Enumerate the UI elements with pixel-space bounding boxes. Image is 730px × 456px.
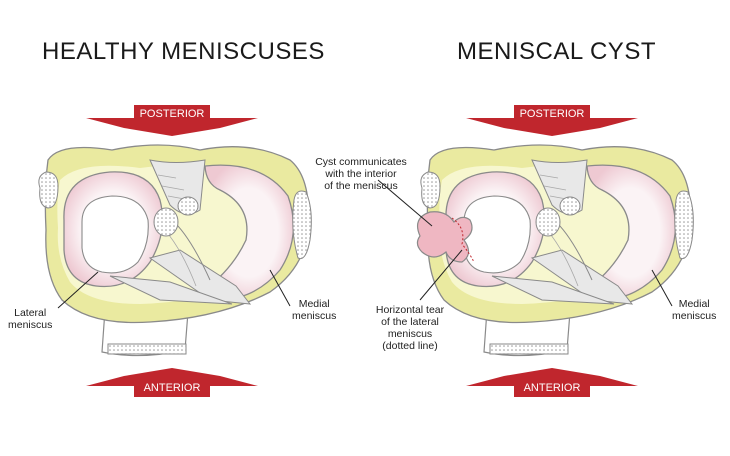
posterior-label-left: POSTERIOR: [139, 108, 205, 120]
horizontal-tear-label: Horizontal tear of the lateral meniscus …: [375, 304, 445, 352]
medial-meniscus-label-left: Medial meniscus: [292, 298, 337, 322]
anterior-label-right: ANTERIOR: [523, 382, 581, 394]
posterior-label-right: POSTERIOR: [519, 108, 585, 120]
leader-medial-right: [651, 269, 673, 307]
leader-medial-left: [269, 269, 291, 307]
medial-meniscus-label-right: Medial meniscus: [672, 298, 717, 322]
anterior-label-left: ANTERIOR: [143, 382, 201, 394]
posterior-arrow-left: [86, 118, 258, 136]
anterior-arrow-left-body: [134, 379, 210, 397]
title-healthy-meniscuses: HEALTHY MENISCUSES: [42, 38, 325, 65]
anterior-arrow-right: [466, 368, 638, 386]
title-meniscal-cyst: MENISCAL CYST: [457, 38, 656, 65]
leader-lateral: [57, 271, 99, 309]
cyst-communicates-label: Cyst communicates with the interior of t…: [315, 156, 407, 192]
posterior-arrow-left-body: [134, 105, 210, 123]
anterior-arrow-right-body: [514, 379, 590, 397]
tear-dotted-line: [451, 217, 475, 263]
lateral-meniscus-label: Lateral meniscus: [8, 307, 53, 331]
healthy-knee-illustration: [38, 144, 312, 357]
leader-cyst: [377, 179, 433, 227]
posterior-arrow-right: [466, 118, 638, 136]
posterior-arrow-right-body: [514, 105, 590, 123]
leader-tear: [419, 249, 463, 301]
anterior-arrow-left: [86, 368, 258, 386]
